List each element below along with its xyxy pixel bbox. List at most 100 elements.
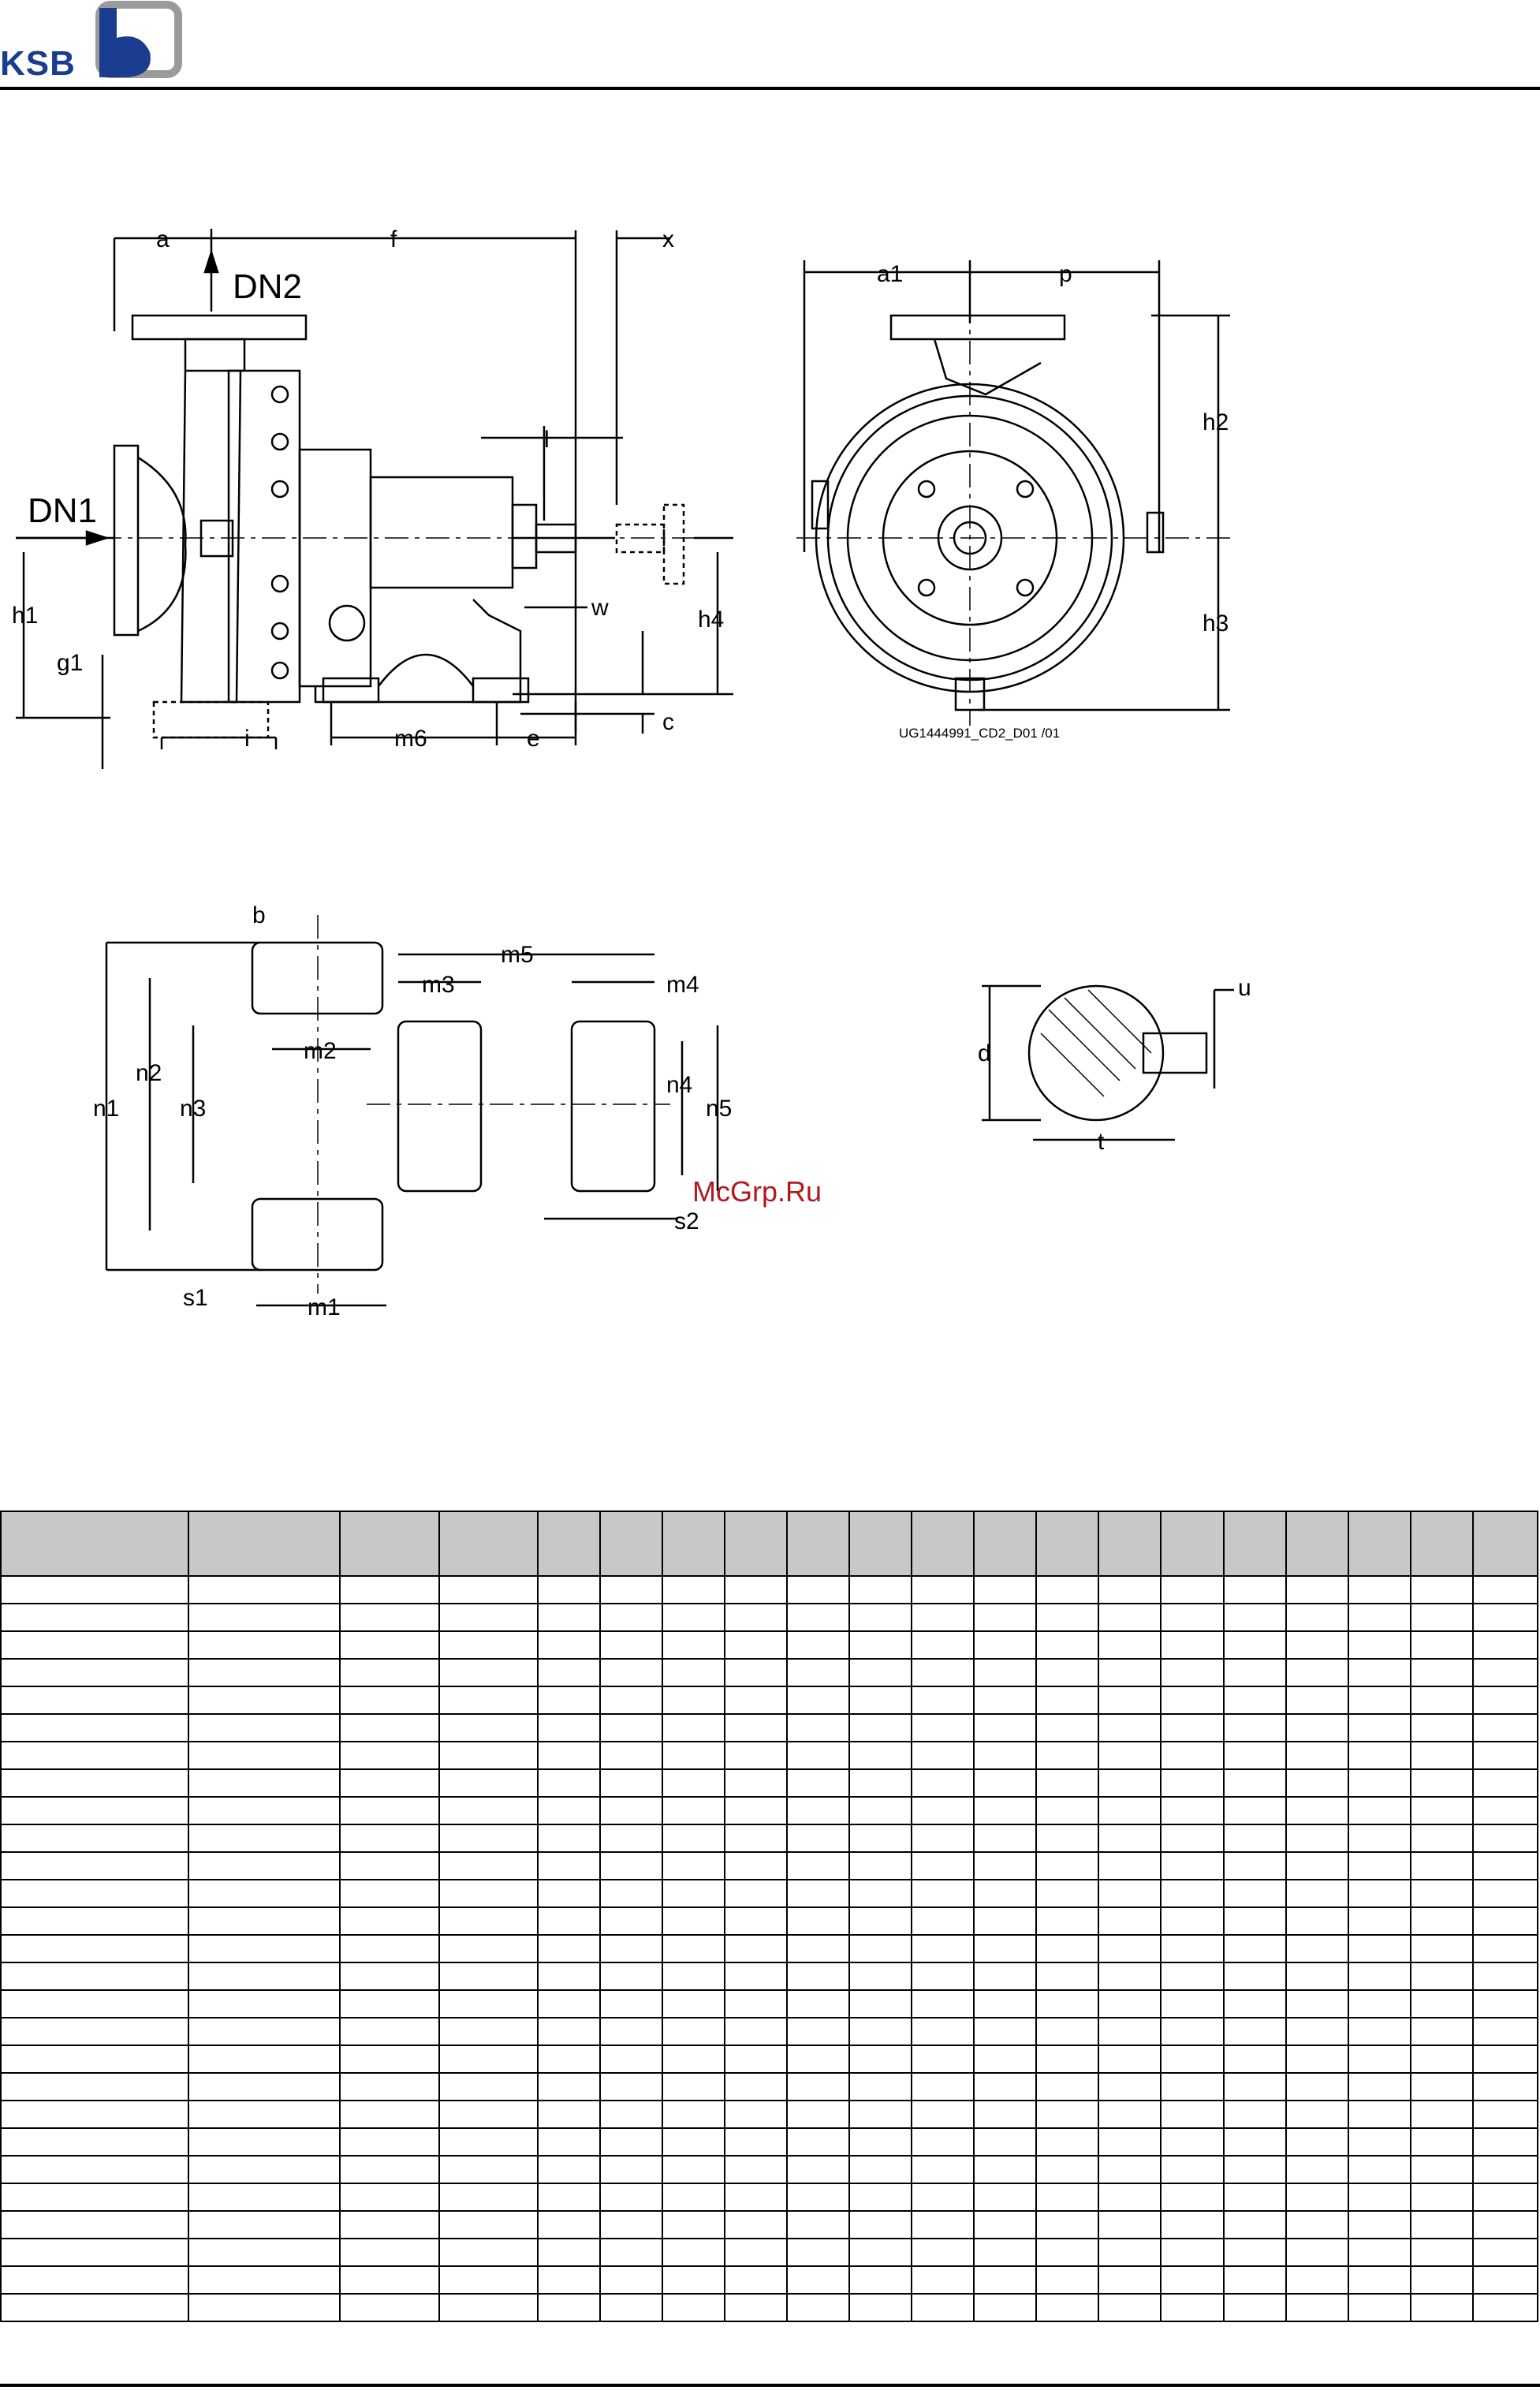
table-cell (1285, 1768, 1349, 1798)
table-cell (911, 2127, 975, 2157)
table-cell (723, 2265, 788, 2295)
table-cell (1409, 2127, 1474, 2157)
table-cell (438, 1989, 539, 2018)
table-cell (1347, 2238, 1411, 2267)
table-cell (339, 2293, 440, 2322)
table-cell (1409, 2210, 1474, 2239)
table-cell (1471, 2265, 1539, 2295)
table-cell (0, 1989, 190, 2018)
table-cell (598, 2100, 663, 2129)
table-cell (1160, 1851, 1225, 1880)
table-cell (1347, 2127, 1411, 2157)
label-l: l (544, 427, 550, 453)
table-cell (973, 2265, 1038, 2295)
table-cell (973, 1934, 1038, 1963)
table-cell (723, 1989, 788, 2018)
table-cell (911, 2100, 975, 2129)
table-cell (1222, 1658, 1287, 1687)
table-cell (848, 2183, 913, 2212)
table-row (0, 2293, 1539, 2322)
table-cell (1222, 1603, 1287, 1632)
table-cell (1285, 1603, 1349, 1632)
table-cell (0, 1824, 190, 1853)
table-cell (1222, 1989, 1287, 2018)
table-cell (785, 2210, 851, 2239)
table-cell (1035, 2293, 1100, 2322)
table-cell (973, 1713, 1038, 1742)
table-cell (339, 1686, 440, 1715)
table-cell (723, 1796, 788, 1825)
table-cell (1347, 2183, 1411, 2212)
table-cell (1471, 2155, 1539, 2184)
table-cell (661, 1796, 725, 1825)
table-cell (1471, 1658, 1539, 1687)
table-cell (661, 1851, 725, 1880)
table-cell (339, 1575, 440, 1604)
side-view (16, 229, 733, 769)
table-cell (0, 1796, 190, 1825)
table-cell (536, 1989, 601, 2018)
table-cell (339, 2072, 440, 2101)
table-cell (438, 2265, 539, 2295)
table-cell (598, 2017, 663, 2046)
table-cell (723, 1962, 788, 1991)
table-cell (1409, 2183, 1474, 2212)
table-cell (723, 2155, 788, 2184)
table-cell (911, 1658, 975, 1687)
table-cell (1160, 1713, 1225, 1742)
label-m2: m2 (304, 1038, 337, 1064)
table-cell (536, 2100, 601, 2129)
table-cell (1098, 1630, 1162, 1660)
table-cell (339, 1989, 440, 2018)
table-cell (661, 1824, 725, 1853)
table-cell (1035, 1851, 1100, 1880)
table-cell (911, 1879, 975, 1908)
table-cell (438, 1575, 539, 1604)
table-cell (598, 1686, 663, 1715)
table-header-cell (438, 1511, 539, 1577)
table-cell (1347, 1934, 1411, 1963)
table-cell (723, 2127, 788, 2157)
table-cell (1285, 1824, 1349, 1853)
table-cell (438, 2127, 539, 2157)
table-cell (848, 1603, 913, 1632)
table-cell (1222, 1879, 1287, 1908)
table-header-cell (1035, 1511, 1100, 1577)
table-cell (0, 2100, 190, 2129)
table-cell (785, 1768, 851, 1798)
table-cell (661, 2238, 725, 2267)
table-cell (0, 1962, 190, 1991)
table-cell (1285, 1658, 1349, 1687)
table-header-cell (1347, 1511, 1411, 1577)
table-cell (1409, 2293, 1474, 2322)
table-cell (1035, 1879, 1100, 1908)
table-cell (1035, 2072, 1100, 2101)
table-row (0, 1851, 1539, 1880)
table-cell (1409, 1989, 1474, 2018)
table-cell (1471, 1934, 1539, 1963)
table-cell (973, 2183, 1038, 2212)
table-cell (785, 1934, 851, 1963)
table-cell (1035, 1741, 1100, 1770)
table-cell (661, 1989, 725, 2018)
table-cell (1222, 1934, 1287, 1963)
table-cell (1160, 1575, 1225, 1604)
table-cell (1409, 1658, 1474, 1687)
table-cell (0, 1879, 190, 1908)
table-cell (785, 2072, 851, 2101)
table-cell (911, 2045, 975, 2074)
table-cell (188, 1934, 341, 1963)
table-cell (1409, 1934, 1474, 1963)
table-cell (188, 1879, 341, 1908)
table-cell (1160, 1879, 1225, 1908)
table-cell (598, 1603, 663, 1632)
table-cell (1160, 2210, 1225, 2239)
table-cell (1035, 1686, 1100, 1715)
table-cell (723, 1768, 788, 1798)
label-f: f (390, 226, 397, 252)
table-cell (598, 1796, 663, 1825)
table-cell (1160, 1630, 1225, 1660)
label-n5: n5 (706, 1096, 732, 1122)
table-cell (1222, 1768, 1287, 1798)
table-cell (973, 1630, 1038, 1660)
